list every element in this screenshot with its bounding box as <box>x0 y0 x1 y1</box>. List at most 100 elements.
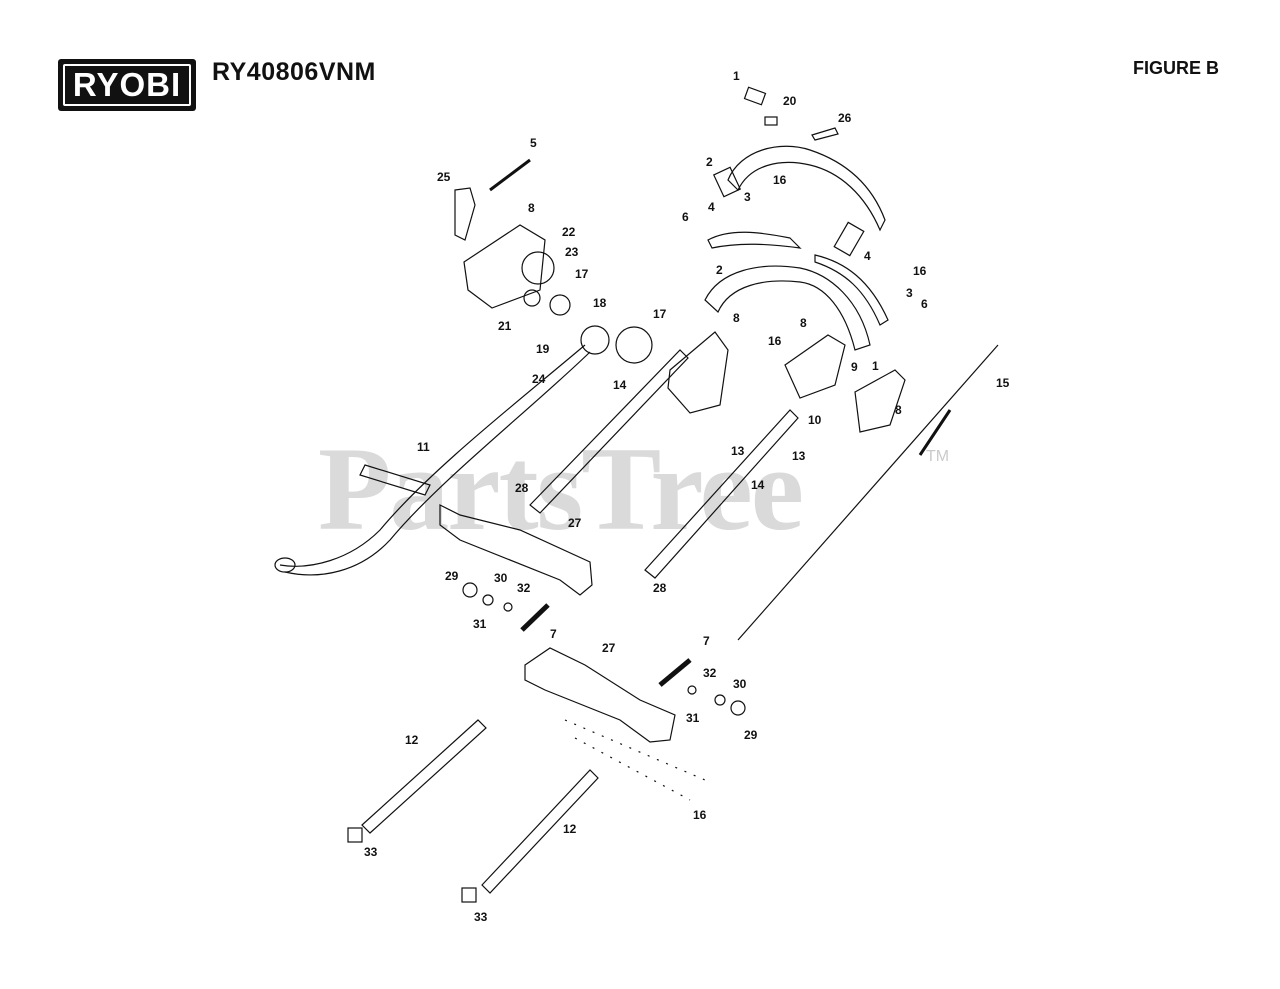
callout-26: 26 <box>838 111 852 125</box>
callout-28: 28 <box>515 481 529 495</box>
watermark-tm: TM <box>926 448 950 465</box>
grip-left <box>712 166 742 198</box>
upper-handle <box>727 145 886 232</box>
cable-24 <box>279 344 586 567</box>
callout-16: 16 <box>773 173 787 187</box>
cable-15-spring <box>918 409 952 456</box>
spacer-7-left <box>520 603 550 632</box>
cable-24b <box>284 351 591 576</box>
callout-30: 30 <box>733 677 747 691</box>
callout-17: 17 <box>575 267 589 281</box>
callout-18: 18 <box>593 296 607 310</box>
callout-6: 6 <box>682 210 689 224</box>
callout-23: 23 <box>565 245 579 259</box>
callout-3: 3 <box>906 286 913 300</box>
grip-right <box>833 221 865 257</box>
callout-22: 22 <box>562 225 576 239</box>
callout-16: 16 <box>693 808 707 822</box>
callout-8: 8 <box>895 403 902 417</box>
brand-text: RYOBI <box>72 66 182 103</box>
callout-16: 16 <box>913 264 927 278</box>
callout-4: 4 <box>864 249 871 263</box>
washer-30-right <box>714 694 726 706</box>
wheel-17 <box>615 326 653 364</box>
tube-12-left <box>361 719 487 834</box>
callout-32: 32 <box>517 581 531 595</box>
callout-30: 30 <box>494 571 508 585</box>
callout-14: 14 <box>613 378 627 392</box>
gear-21 <box>523 289 541 307</box>
callout-14: 14 <box>751 478 765 492</box>
switch-1 <box>743 86 767 106</box>
watermark: PartsTree <box>318 422 804 555</box>
callout-31: 31 <box>686 711 700 725</box>
cable-15 <box>737 344 999 641</box>
end-cap-33-right <box>461 887 477 903</box>
ryobi-logo: RYOBI <box>58 59 196 111</box>
callout-5: 5 <box>530 136 537 150</box>
gear-housing <box>463 224 546 309</box>
callout-11: 11 <box>417 440 430 454</box>
tube-14-left <box>529 349 689 514</box>
nut-32-right <box>687 685 697 695</box>
callout-29: 29 <box>445 569 459 583</box>
callout-27: 27 <box>602 641 616 655</box>
callout-13: 13 <box>792 449 806 463</box>
screws-16-lower <box>564 719 706 781</box>
knob-25 <box>454 187 476 241</box>
callout-31: 31 <box>473 617 487 631</box>
label-11 <box>359 464 431 496</box>
handle-frame <box>704 265 871 351</box>
figure-label: FIGURE B <box>1133 58 1220 78</box>
console-housing-center <box>784 334 846 399</box>
callout-20: 20 <box>783 94 797 108</box>
tube-12-right <box>481 769 599 894</box>
spacer-7-right <box>658 658 692 687</box>
callout-29: 29 <box>744 728 758 742</box>
callout-7: 7 <box>550 627 557 641</box>
plate-17 <box>549 294 571 316</box>
bracket-27-upper <box>439 504 593 596</box>
washer-30-left <box>482 594 494 606</box>
callout-19: 19 <box>536 342 550 356</box>
clip-20 <box>764 116 778 126</box>
gear-22 <box>521 251 555 285</box>
callout-15: 15 <box>996 376 1010 390</box>
tube-14-right <box>644 409 799 579</box>
console-housing-left <box>667 331 729 414</box>
callout-8: 8 <box>528 201 535 215</box>
callout-12: 12 <box>563 822 577 836</box>
callout-17: 17 <box>653 307 667 321</box>
callout-6: 6 <box>921 297 928 311</box>
lever-left <box>707 231 802 249</box>
callout-2: 2 <box>716 263 723 277</box>
callout-3: 3 <box>744 190 751 204</box>
callout-27: 27 <box>568 516 582 530</box>
callout-7: 7 <box>703 634 710 648</box>
callout-28: 28 <box>653 581 667 595</box>
ring-18 <box>580 325 610 355</box>
pin-5 <box>489 158 531 192</box>
label-26 <box>811 127 839 141</box>
callout-2: 2 <box>706 155 713 169</box>
callout-33: 33 <box>364 845 378 859</box>
callout-13: 13 <box>731 444 745 458</box>
knob-29-left <box>462 582 478 598</box>
callout-12: 12 <box>405 733 419 747</box>
callout-32: 32 <box>703 666 717 680</box>
callout-24: 24 <box>532 372 546 386</box>
callout-33: 33 <box>474 910 488 924</box>
console-housing-right <box>854 369 906 433</box>
callout-1: 1 <box>872 359 879 373</box>
callout-25: 25 <box>437 170 451 184</box>
callout-4: 4 <box>708 200 715 214</box>
bracket-27-lower <box>524 647 676 743</box>
end-cap-33-left <box>347 827 363 843</box>
callout-1: 1 <box>733 69 740 83</box>
callout-8: 8 <box>733 311 740 325</box>
cable-loop <box>274 557 296 573</box>
screws-16-lower-b <box>574 737 691 801</box>
model-number: RY40806VNM <box>212 58 376 86</box>
